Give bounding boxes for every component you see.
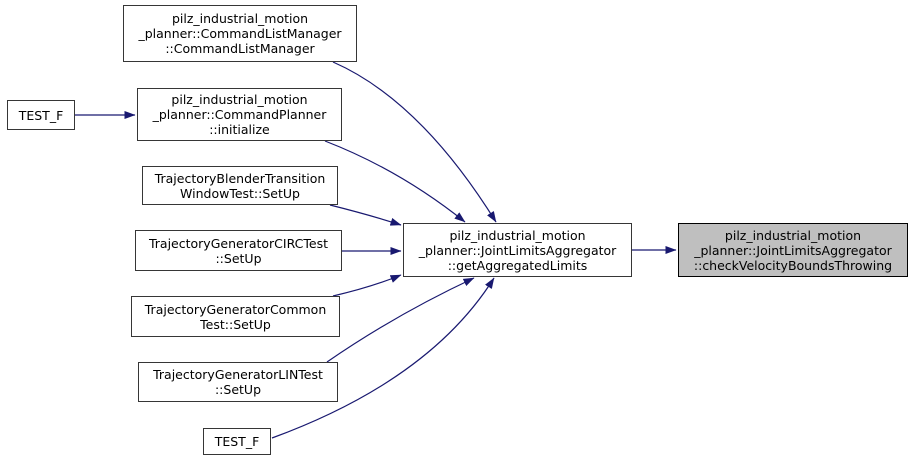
edge-blender-transition-to-get-aggregated-limits (329, 204, 402, 226)
node-check-velocity-bounds-throwing: pilz_industrial_motion _planner::JointLi… (678, 223, 908, 277)
node-label: TrajectoryGeneratorLINTest ::SetUp (153, 367, 323, 397)
node-trajectory-blender-transition[interactable]: TrajectoryBlenderTransition WindowTest::… (142, 166, 338, 205)
node-get-aggregated-limits[interactable]: pilz_industrial_motion _planner::JointLi… (403, 223, 632, 277)
edge-generator-common-to-get-aggregated-limits (332, 274, 402, 297)
node-trajectory-generator-lin[interactable]: TrajectoryGeneratorLINTest ::SetUp (138, 362, 338, 402)
node-label: pilz_industrial_motion _planner::JointLi… (693, 227, 893, 273)
node-label: pilz_industrial_motion _planner::Command… (138, 11, 342, 56)
edge-generator-lin-to-get-aggregated-limits (326, 277, 475, 363)
node-test-f-top[interactable]: TEST_F (7, 100, 75, 130)
node-command-list-manager[interactable]: pilz_industrial_motion _planner::Command… (123, 5, 357, 62)
edge-initialize-to-get-aggregated-limits (324, 140, 466, 223)
node-trajectory-generator-common[interactable]: TrajectoryGeneratorCommon Test::SetUp (131, 296, 340, 337)
node-label: TrajectoryGeneratorCIRCTest ::SetUp (148, 235, 329, 266)
node-label: TEST_F (214, 434, 260, 449)
node-command-planner-initialize[interactable]: pilz_industrial_motion _planner::Command… (137, 88, 342, 141)
node-label: pilz_industrial_motion _planner::JointLi… (418, 227, 617, 273)
node-label: pilz_industrial_motion _planner::Command… (152, 92, 327, 137)
node-test-f-bottom[interactable]: TEST_F (203, 428, 271, 455)
node-label: TEST_F (18, 107, 64, 123)
node-trajectory-generator-circ[interactable]: TrajectoryGeneratorCIRCTest ::SetUp (135, 230, 342, 271)
node-label: TrajectoryGeneratorCommon Test::SetUp (144, 301, 327, 332)
edge-command-list-manager-to-get-aggregated-limits (332, 61, 497, 223)
node-label: TrajectoryBlenderTransition WindowTest::… (154, 170, 326, 201)
edge-test-f-bottom-to-get-aggregated-limits (271, 277, 495, 439)
